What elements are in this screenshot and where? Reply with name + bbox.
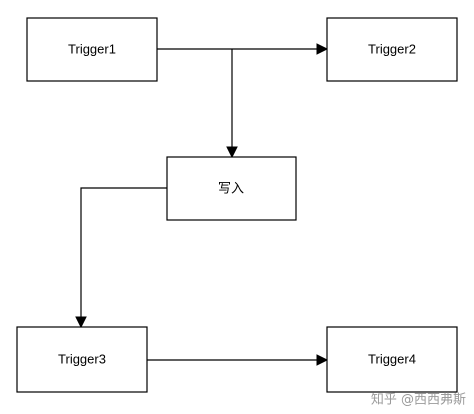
arrowhead-trigger3 bbox=[75, 316, 87, 329]
node-trigger3-box bbox=[16, 326, 148, 393]
node-trigger1-label: Trigger1 bbox=[68, 41, 116, 56]
node-trigger1: Trigger1 bbox=[26, 17, 158, 82]
arrowhead-trigger4 bbox=[316, 354, 329, 366]
node-trigger3: Trigger3 bbox=[16, 326, 148, 393]
edges bbox=[75, 43, 329, 366]
node-trigger2-box bbox=[326, 17, 458, 82]
edge-write-to-trigger3 bbox=[80, 187, 167, 320]
arrowhead-write bbox=[226, 146, 238, 159]
node-trigger2: Trigger2 bbox=[326, 17, 458, 82]
node-trigger4: Trigger4 bbox=[326, 326, 458, 393]
arrowhead-trigger2 bbox=[316, 43, 329, 55]
node-trigger4-label: Trigger4 bbox=[368, 351, 416, 366]
node-write: 写入 bbox=[166, 156, 297, 221]
node-write-label: 写入 bbox=[218, 180, 244, 195]
node-write-box bbox=[166, 156, 297, 221]
watermark: 知乎 @西西弗斯 bbox=[371, 392, 466, 408]
node-trigger2-label: Trigger2 bbox=[368, 41, 416, 56]
node-trigger4-box bbox=[326, 326, 458, 393]
node-trigger1-box bbox=[26, 17, 158, 82]
node-trigger3-label: Trigger3 bbox=[58, 351, 106, 366]
